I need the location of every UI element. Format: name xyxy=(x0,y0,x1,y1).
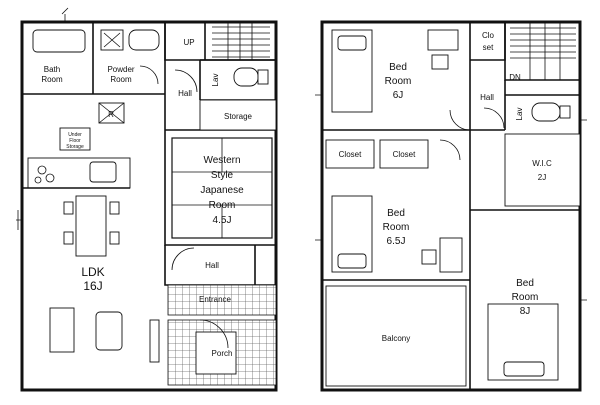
room-label-bed65-1: Bed xyxy=(387,208,405,219)
lower-hall-walls xyxy=(164,245,276,286)
room-label-bed65-size: 6.5J xyxy=(387,236,406,247)
bathtub xyxy=(32,29,86,53)
japanese-room xyxy=(164,130,276,246)
storage-room xyxy=(199,99,277,131)
room-label-porch: Porch xyxy=(212,349,233,358)
room-label-bed8-2: Room xyxy=(512,292,539,303)
room-label-hall-lower: Hall xyxy=(205,261,219,270)
floor1-stairs xyxy=(164,22,276,61)
under-floor-label: Under xyxy=(68,132,82,138)
floor-1-plan xyxy=(16,7,278,392)
door-swing xyxy=(171,247,195,271)
room-label-hall-upper: Hall xyxy=(178,89,192,98)
room-label-bed65-2: Room xyxy=(383,222,410,233)
walk-in-closet xyxy=(504,133,581,207)
toilet xyxy=(531,102,561,122)
room-label-balcony: Balcony xyxy=(382,334,410,343)
desk xyxy=(427,29,459,51)
room-label-lav: Lav xyxy=(515,108,524,121)
room-label-entrance: Entrance xyxy=(199,295,232,304)
room-label-closet-top: Clo xyxy=(482,31,495,40)
kitchen-counter xyxy=(22,157,131,189)
room-label-western-1: Western xyxy=(203,155,240,166)
room-label-bed6-size: 6J xyxy=(393,90,404,101)
under-floor-label-3: Storage xyxy=(66,144,84,150)
sofa xyxy=(49,307,75,353)
under-floor-label-2: Floor xyxy=(69,138,81,144)
closet-top-walls xyxy=(470,21,506,61)
room-label-bed8-1: Bed xyxy=(516,278,534,289)
room-label-hall: Hall xyxy=(480,93,494,102)
window xyxy=(16,210,23,230)
room-label-ldk-size: 16J xyxy=(83,279,102,293)
stairs-up-label: UP xyxy=(183,38,194,47)
vent-mark xyxy=(61,7,69,22)
door-swing xyxy=(449,109,471,131)
balcony xyxy=(325,285,467,387)
door-swing xyxy=(483,107,505,129)
room-label-western-size: 4.5J xyxy=(213,215,232,226)
room-label-bath-2: Room xyxy=(41,75,63,84)
entrance-floor xyxy=(167,284,277,316)
closet-b xyxy=(379,139,429,169)
room-label-western-4: Room xyxy=(209,200,236,211)
room-label-bath: Bath xyxy=(44,65,60,74)
room-label-wic: W.I.C xyxy=(532,159,552,168)
tv-stand xyxy=(149,319,160,363)
wash-basin xyxy=(128,29,160,51)
floor1-exterior-wall xyxy=(20,20,278,392)
door-swing xyxy=(139,65,159,85)
door-swing xyxy=(174,69,198,93)
stairs-down-label: DN xyxy=(509,73,521,82)
porch-step xyxy=(195,331,237,375)
room-label-ldk: LDK xyxy=(81,265,104,279)
room-label-western-3: Japanese xyxy=(200,185,244,196)
room-label-bed8-size: 8J xyxy=(520,306,531,317)
room-label-lav: Lav xyxy=(211,74,220,87)
room-label-closet-top-2: set xyxy=(483,43,494,52)
room-label-closet-b: Closet xyxy=(393,150,416,159)
room-label-closet-a: Closet xyxy=(339,150,362,159)
closet-a xyxy=(325,139,375,169)
coffee-table xyxy=(95,311,123,351)
room-label-bed6-2: Room xyxy=(385,76,412,87)
window-marks xyxy=(315,94,587,301)
toilet xyxy=(233,67,259,87)
bed65-walls xyxy=(322,210,471,390)
bed6-walls xyxy=(322,22,471,210)
room-label-wic-size: 2J xyxy=(538,173,546,182)
room-label-powder-2: Room xyxy=(110,75,132,84)
hall-walls xyxy=(470,80,580,131)
floor2-stairs xyxy=(504,22,580,81)
desk xyxy=(439,237,463,273)
under-floor-storage xyxy=(59,127,91,151)
room-label-storage: Storage xyxy=(224,112,253,121)
room-label-bed6-1: Bed xyxy=(389,62,407,73)
dining-table xyxy=(63,195,120,257)
floor-2-plan xyxy=(315,20,587,392)
room-label-western-2: Style xyxy=(211,170,234,181)
room-label-powder: Powder xyxy=(107,65,134,74)
fridge-label: R xyxy=(108,110,114,119)
